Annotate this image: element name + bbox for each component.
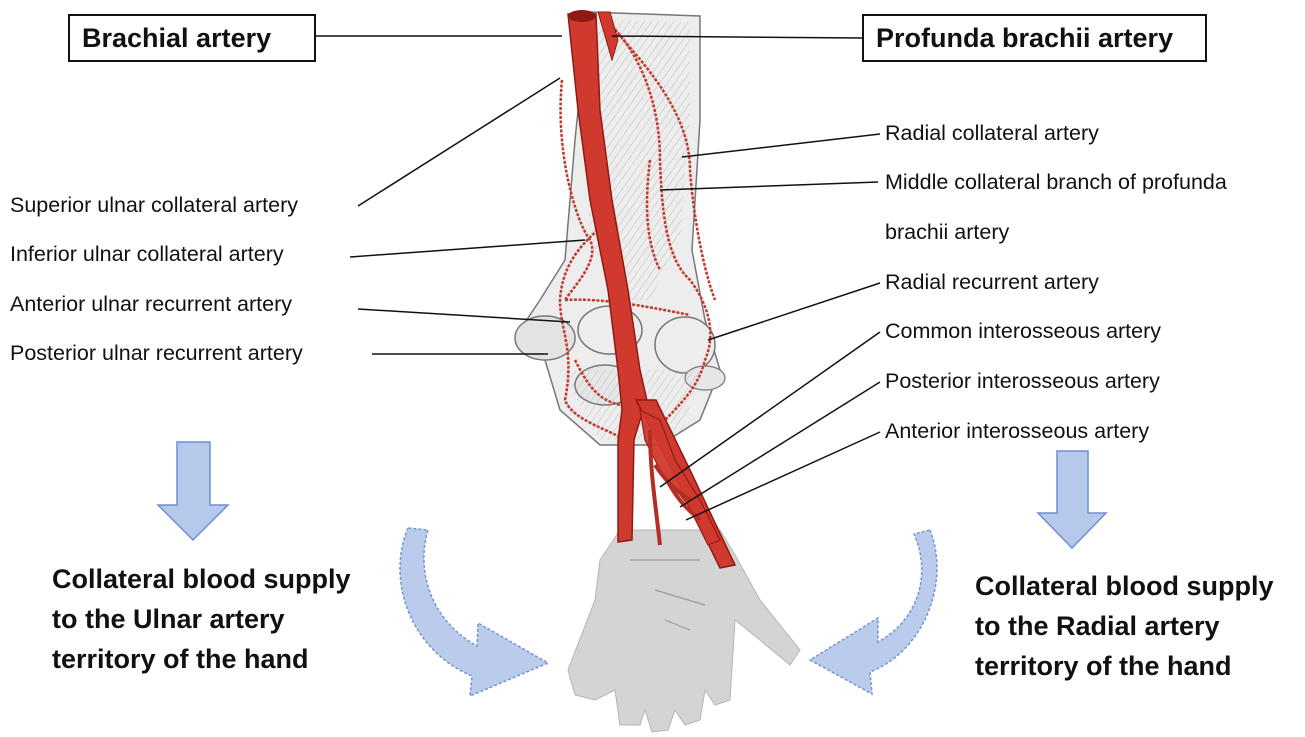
ulnar-territory-caption: Collateral blood supply to the Ulnar art… xyxy=(52,559,351,679)
down-arrow-right xyxy=(1038,451,1106,548)
profunda-brachii-label: Profunda brachii artery xyxy=(876,23,1173,54)
radial-caption-line3: territory of the hand xyxy=(975,646,1274,686)
superior-ulnar-collateral-label: Superior ulnar collateral artery xyxy=(10,193,298,217)
inferior-ulnar-collateral-label: Inferior ulnar collateral artery xyxy=(10,242,284,266)
radial-caption-line1: Collateral blood supply xyxy=(975,566,1274,606)
anterior-ulnar-recurrent-label: Anterior ulnar recurrent artery xyxy=(10,292,292,316)
brachial-artery-box: Brachial artery xyxy=(68,14,316,62)
common-interosseous-label: Common interosseous artery xyxy=(885,319,1161,343)
ulnar-caption-line2: to the Ulnar artery xyxy=(52,599,351,639)
ulnar-caption-line1: Collateral blood supply xyxy=(52,559,351,599)
curved-arrow-left xyxy=(400,528,548,696)
radial-caption-line2: to the Radial artery xyxy=(975,606,1274,646)
posterior-ulnar-recurrent-label: Posterior ulnar recurrent artery xyxy=(10,341,303,365)
down-arrow-left xyxy=(158,442,228,540)
brachial-artery-opening xyxy=(568,10,596,22)
ulnar-caption-line3: territory of the hand xyxy=(52,639,351,679)
middle-collateral-label-line1: Middle collateral branch of profunda xyxy=(885,170,1227,194)
middle-collateral-label-line2: brachii artery xyxy=(885,220,1009,244)
profunda-brachii-box: Profunda brachii artery xyxy=(862,14,1207,62)
posterior-interosseous-label: Posterior interosseous artery xyxy=(885,369,1160,393)
curved-arrow-right xyxy=(810,530,937,694)
capitulum xyxy=(655,317,715,373)
radial-territory-caption: Collateral blood supply to the Radial ar… xyxy=(975,566,1274,686)
radial-collateral-label: Radial collateral artery xyxy=(885,121,1099,145)
radial-recurrent-label: Radial recurrent artery xyxy=(885,270,1099,294)
brachial-artery-label: Brachial artery xyxy=(82,23,271,54)
anterior-interosseous-label: Anterior interosseous artery xyxy=(885,419,1149,443)
